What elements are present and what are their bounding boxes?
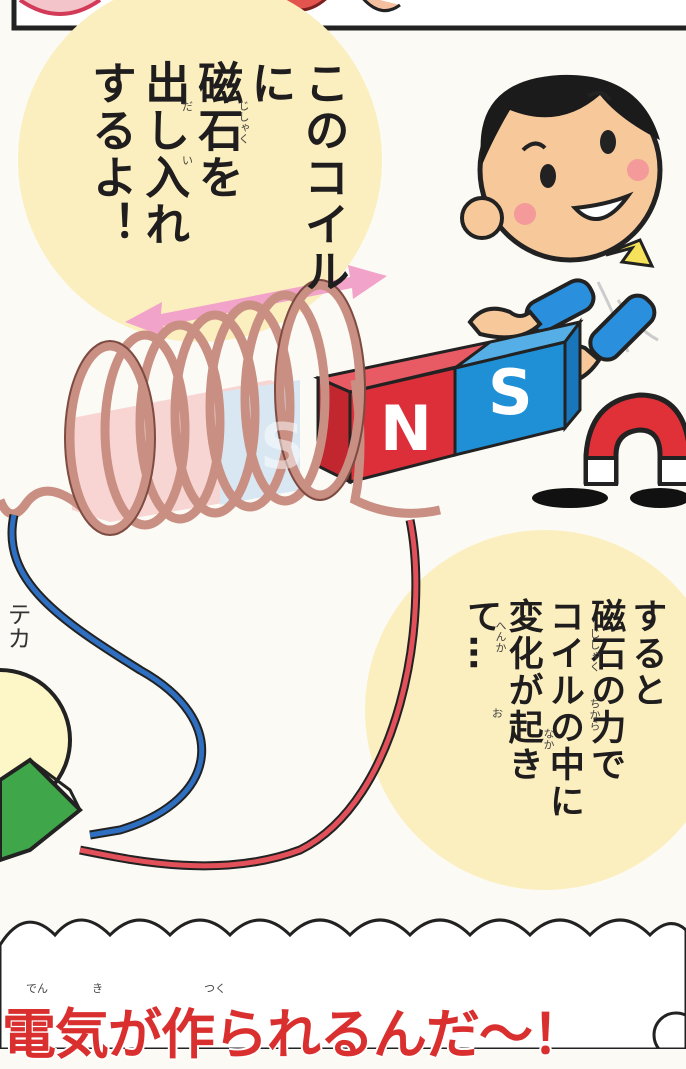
banner-edge (652, 1011, 686, 1049)
ruby-den: でん (26, 982, 48, 995)
blue-wire (9, 514, 205, 838)
cut-off-text: テカ (3, 602, 31, 650)
speech-line: 出し入れ (137, 60, 191, 248)
magnet-n-label: N (380, 392, 432, 465)
ruby-jishaku-top: じしゃく (237, 100, 250, 144)
speech-line: 磁石の力で (585, 598, 626, 783)
top-panel-fragment (362, 0, 401, 13)
ruby-jishaku-bottom: じしゃく (588, 628, 601, 672)
light-bulb (0, 668, 83, 863)
magnet-s-label: S (488, 356, 533, 429)
top-panel-fragment (18, 0, 102, 16)
ruby-dai: だ (182, 100, 193, 113)
bottom-title: 電気が作られるんだ〜！ (2, 1003, 586, 1066)
cloud-banner (0, 918, 686, 1049)
ruby-i: い (182, 154, 193, 167)
red-wire-outline (79, 519, 421, 871)
ruby-o: お (492, 707, 503, 720)
speech-line: このコイルに (243, 60, 350, 295)
speech-text-bottom: すると 磁石の力で コイルの中に 変化が起きて… (460, 598, 666, 848)
speech-line: するよ！ (84, 60, 138, 248)
boy-character (460, 74, 663, 385)
magnet-ghost-s-label: S (260, 410, 305, 483)
speech-line: すると (626, 598, 667, 709)
speech-line: 磁石を (190, 60, 244, 201)
speech-line: 変化が起きて… (461, 598, 543, 783)
speech-line: コイルの中に (543, 598, 584, 820)
ruby-tsuku: つく (204, 982, 226, 995)
speech-text-top: このコイルに 磁石を 出し入れ するよ！ (84, 60, 349, 320)
ruby-chikara: ちから (588, 698, 601, 731)
ruby-naka: なか (542, 728, 555, 750)
ruby-ki: き (92, 982, 103, 995)
horseshoe-magnet (532, 392, 686, 508)
bar-magnet (313, 317, 584, 485)
coil-outline (64, 279, 366, 536)
speech-bubble-top (18, 0, 382, 342)
coil (0, 280, 441, 535)
speech-bubble-bottom (365, 530, 686, 890)
red-wire (79, 519, 419, 869)
ruby-henka: へんか (494, 620, 507, 653)
